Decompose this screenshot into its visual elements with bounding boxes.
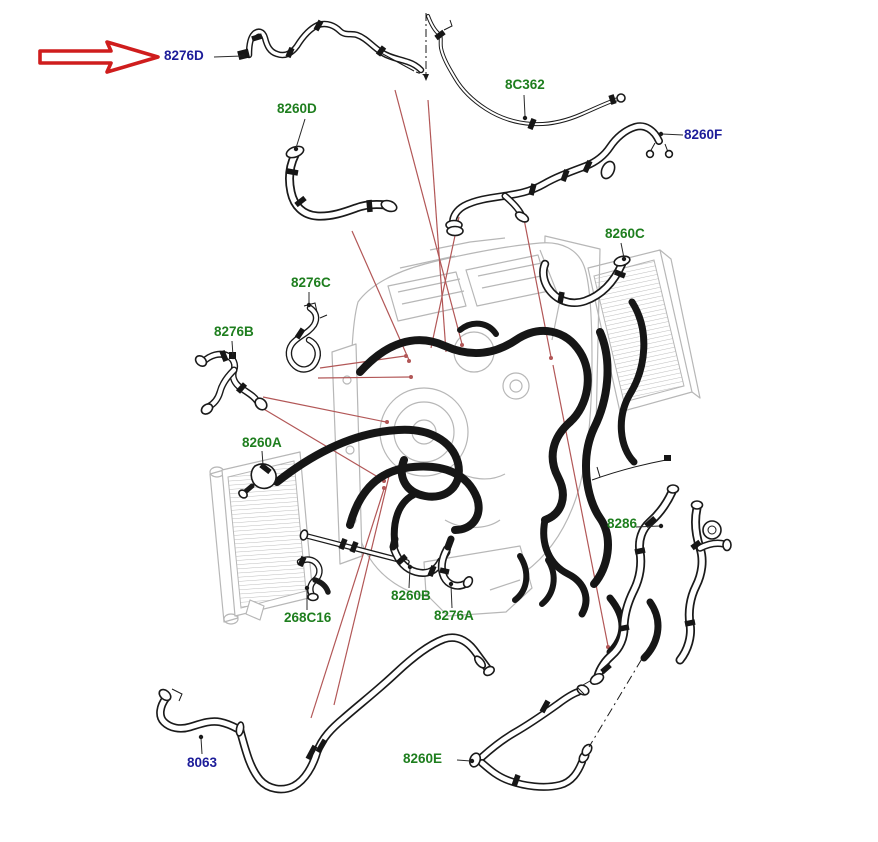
- part-label-8260C[interactable]: 8260C: [605, 226, 645, 241]
- part-8276B: [194, 349, 268, 415]
- hose-8260C: [539, 255, 631, 308]
- red-pointer-lines: [261, 89, 610, 719]
- part-label-8C362[interactable]: 8C362: [505, 77, 545, 92]
- red-pointer-arrow: [38, 40, 160, 74]
- part-label-8276B[interactable]: 8276B: [214, 324, 254, 339]
- part-label-8260F[interactable]: 8260F: [684, 127, 723, 142]
- part-label-8260E[interactable]: 8260E: [403, 751, 443, 766]
- part-label-8286[interactable]: 8286: [607, 516, 638, 531]
- hose-8260F: [445, 122, 674, 237]
- part-label-8276D[interactable]: 8276D: [164, 48, 204, 63]
- part-label-8260D[interactable]: 8260D: [277, 101, 317, 116]
- part-label-8260B[interactable]: 8260B: [391, 588, 431, 603]
- part-label-8276C[interactable]: 8276C: [291, 275, 331, 290]
- pipe-8C362: [426, 14, 626, 131]
- hose-8260D: [285, 145, 398, 221]
- part-label-8276A[interactable]: 8276A: [434, 608, 474, 623]
- label-leader-lines: [198, 53, 684, 764]
- part-268C16: [296, 529, 410, 602]
- part-label-8260A[interactable]: 8260A: [242, 435, 282, 450]
- hose-8063: [156, 633, 495, 794]
- part-8276A: [437, 535, 474, 590]
- black-hose-harness: [273, 298, 671, 662]
- part-label-8063[interactable]: 8063: [187, 755, 218, 770]
- part-label-268C16[interactable]: 268C16: [284, 610, 332, 625]
- part-8276C: [285, 302, 328, 373]
- hose-8276D: [237, 19, 425, 76]
- hose-8260E: [468, 680, 593, 791]
- dash-dot-lines: [423, 13, 662, 748]
- part-8286: [589, 484, 732, 686]
